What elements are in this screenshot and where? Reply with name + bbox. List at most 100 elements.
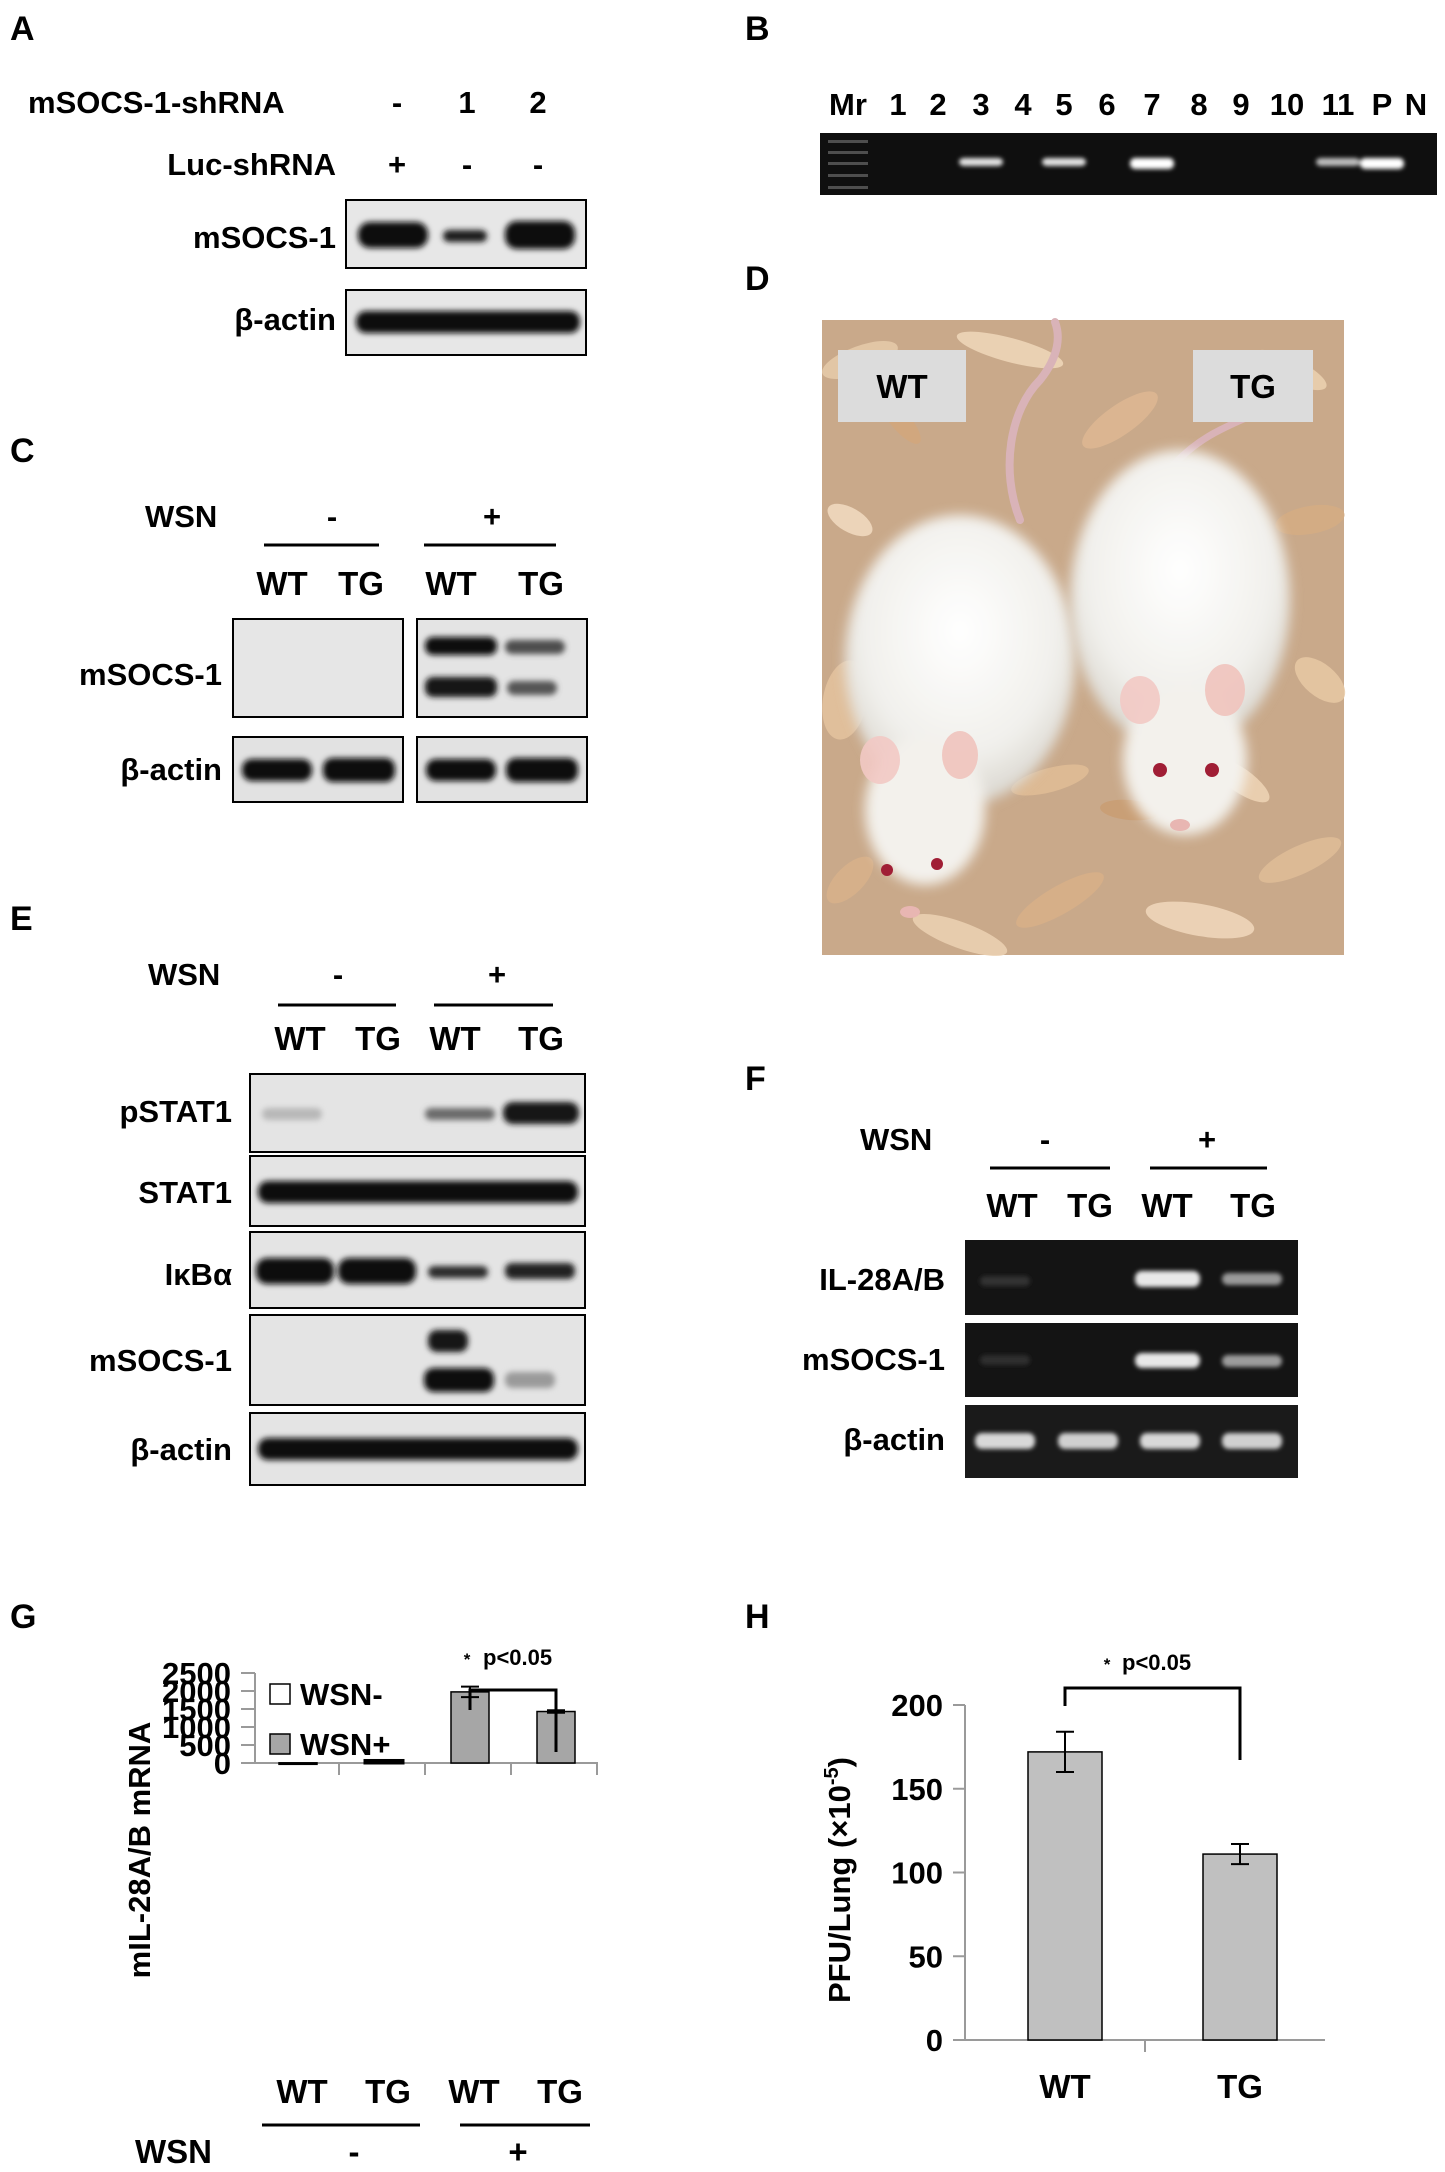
bar (363, 1758, 405, 1765)
gel-band (1130, 158, 1174, 169)
y-axis-label-main: PFU/Lung (×10 (822, 1785, 857, 2003)
gel-band (959, 158, 1003, 166)
x-category-label: WT (276, 2073, 327, 2110)
gel-lane-label: 8 (1190, 87, 1207, 122)
group-axis-label: WSN (135, 2133, 212, 2170)
panel-e: E WSN - + WT TG WT TG pSTAT1 STAT1 IκBα (10, 900, 586, 1486)
lane-wt-e-3: WT (429, 1020, 480, 1057)
panel-letter-g: G (10, 1598, 36, 1636)
panel-letter-e: E (10, 900, 33, 938)
lane-wt-e-1: WT (274, 1020, 325, 1057)
y-tick-label: 0 (214, 1746, 231, 1781)
row-label-luc-shrna: Luc-shRNA (167, 147, 336, 182)
panel-letter-h: H (745, 1598, 770, 1636)
luc-shrna-lane-1: + (388, 147, 406, 182)
y-tick-label: 0 (926, 2023, 943, 2058)
y-tick-label: 1000 (162, 1710, 231, 1745)
y-tick-label: 200 (891, 1688, 943, 1723)
mscs1-shrna-lane-2: 1 (458, 85, 475, 120)
y-tick-label: 500 (179, 1728, 231, 1763)
gel-label-msocs1-f: mSOCS-1 (802, 1342, 945, 1377)
gel-band (1316, 158, 1360, 166)
panel-c: C WSN - + WT TG WT TG mSOCS-1 β-actin (10, 432, 588, 803)
gel-lane-label: 1 (889, 87, 906, 122)
gel-actin-f (965, 1405, 1298, 1478)
y-axis-label-end: ) (822, 1757, 857, 1767)
x-category-label: WT (1039, 2068, 1090, 2105)
gel-lane-label: 6 (1098, 87, 1115, 122)
legend-label: WSN- (300, 1677, 383, 1712)
lane-tg-c-4: TG (518, 565, 564, 602)
gel-lane-label: Mr (829, 87, 867, 122)
blot-msocs1-e (249, 1314, 586, 1406)
legend-swatch (269, 1733, 291, 1755)
blot-label-msocs1-c: mSOCS-1 (79, 657, 222, 692)
lane-wt-c-1: WT (256, 565, 307, 602)
photo-label-wt: WT (876, 368, 927, 405)
x-category-label: TG (537, 2073, 583, 2110)
gel-msocs1-f (965, 1323, 1298, 1397)
group-plus-c: + (483, 499, 501, 534)
y-axis-label-superscript: -5 (821, 1767, 843, 1785)
panel-letter-a: A (10, 10, 35, 48)
x-category-label: WT (448, 2073, 499, 2110)
significance-star: * (1104, 1655, 1111, 1674)
legend-label: WSN+ (300, 1727, 390, 1762)
y-axis-label: mIL-28A/B mRNA (122, 1722, 157, 1979)
photo-label-tg: TG (1230, 368, 1276, 405)
mscs1-shrna-lane-1: - (392, 85, 402, 120)
lane-tg-e-2: TG (355, 1020, 401, 1057)
bar (1202, 1853, 1278, 2041)
blot-stat1 (249, 1155, 586, 1227)
group-minus-f: - (1040, 1122, 1050, 1157)
gel-lane-label: 3 (972, 87, 989, 122)
significance-star: * (464, 1650, 471, 1669)
gel-lane-label: 11 (1322, 87, 1355, 122)
blot-label-actin-c: β-actin (120, 752, 222, 787)
y-axis-label: PFU/Lung (×10-5) (821, 1757, 857, 2003)
blot-pstat1 (249, 1073, 586, 1153)
group-plus-e: + (488, 957, 506, 992)
gel-band (1360, 158, 1404, 169)
gel-lane-label: 7 (1143, 87, 1160, 122)
group-label: + (508, 2133, 527, 2170)
lane-wt-f-1: WT (986, 1187, 1037, 1224)
significance-text: p<0.05 (1122, 1650, 1191, 1675)
gel-lane-label: P (1372, 87, 1393, 122)
group-minus-c: - (327, 499, 337, 534)
x-category-label: TG (1217, 2068, 1263, 2105)
blot-label-ikba: IκBα (165, 1257, 232, 1292)
blot-label-actin-a: β-actin (234, 302, 336, 337)
gel-lane-label: N (1405, 87, 1427, 122)
gel-lane-label: 2 (929, 87, 946, 122)
x-category-label: TG (365, 2073, 411, 2110)
significance-bracket (468, 1688, 558, 1752)
panel-letter-c: C (10, 432, 35, 470)
gel-lane-label: 10 (1270, 87, 1304, 122)
y-tick-label: 2500 (162, 1656, 231, 1691)
y-tick-label: 50 (909, 1939, 943, 1974)
gel-label-il28: IL-28A/B (819, 1262, 945, 1297)
blot-msocs1-c (232, 618, 588, 718)
luc-shrna-lane-3: - (533, 147, 543, 182)
panel-a: A mSOCS-1-shRNA Luc-shRNA - 1 2 + - - mS… (10, 10, 587, 356)
pcr-gel-b (820, 133, 1437, 195)
treatment-label-c: WSN (145, 499, 217, 534)
blot-label-actin-e: β-actin (130, 1432, 232, 1467)
y-tick-label: 2000 (162, 1674, 231, 1709)
y-tick-label: 100 (891, 1856, 943, 1891)
bar (1027, 1751, 1103, 2041)
y-tick-label: 1500 (162, 1692, 231, 1727)
lane-wt-f-3: WT (1141, 1187, 1192, 1224)
lane-wt-c-3: WT (425, 565, 476, 602)
blot-ikba (249, 1231, 586, 1309)
gel-il28 (965, 1240, 1298, 1315)
treatment-label-f: WSN (860, 1122, 932, 1157)
significance-bracket (1063, 1686, 1242, 1760)
panel-d: D (745, 260, 1346, 957)
panel-letter-f: F (745, 1060, 766, 1098)
